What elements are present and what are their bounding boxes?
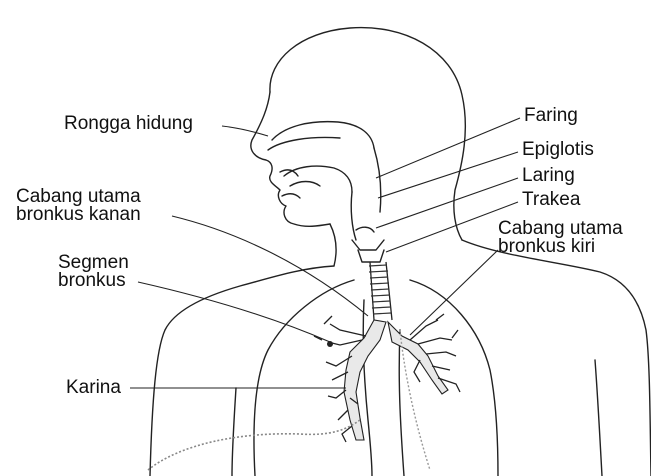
label-cabang-utama-bronkus-kanan: Cabang utama bronkus kanan [16,188,141,224]
label-karina: Karina [66,378,121,397]
label-segmen-bronkus: Segmen bronkus [58,254,129,290]
label-rongga-hidung: Rongga hidung [64,114,193,133]
esophagus-dotted [148,330,430,470]
label-cabang-kiri-line2: bronkus kiri [498,238,623,256]
label-segmen-line2: bronkus [58,272,129,290]
label-laring: Laring [522,166,575,185]
bronchial-tree-right [314,316,386,442]
larynx [352,227,384,262]
trachea [369,262,392,320]
nasal-cavity [268,122,381,240]
label-faring: Faring [524,106,578,125]
label-epiglotis: Epiglotis [522,140,594,159]
leader-lines [130,118,520,388]
lungs [254,280,498,476]
label-cabang-utama-bronkus-kiri: Cabang utama bronkus kiri [498,220,623,256]
label-trakea: Trakea [522,190,580,209]
label-cabang-kanan-line2: bronkus kanan [16,206,141,224]
